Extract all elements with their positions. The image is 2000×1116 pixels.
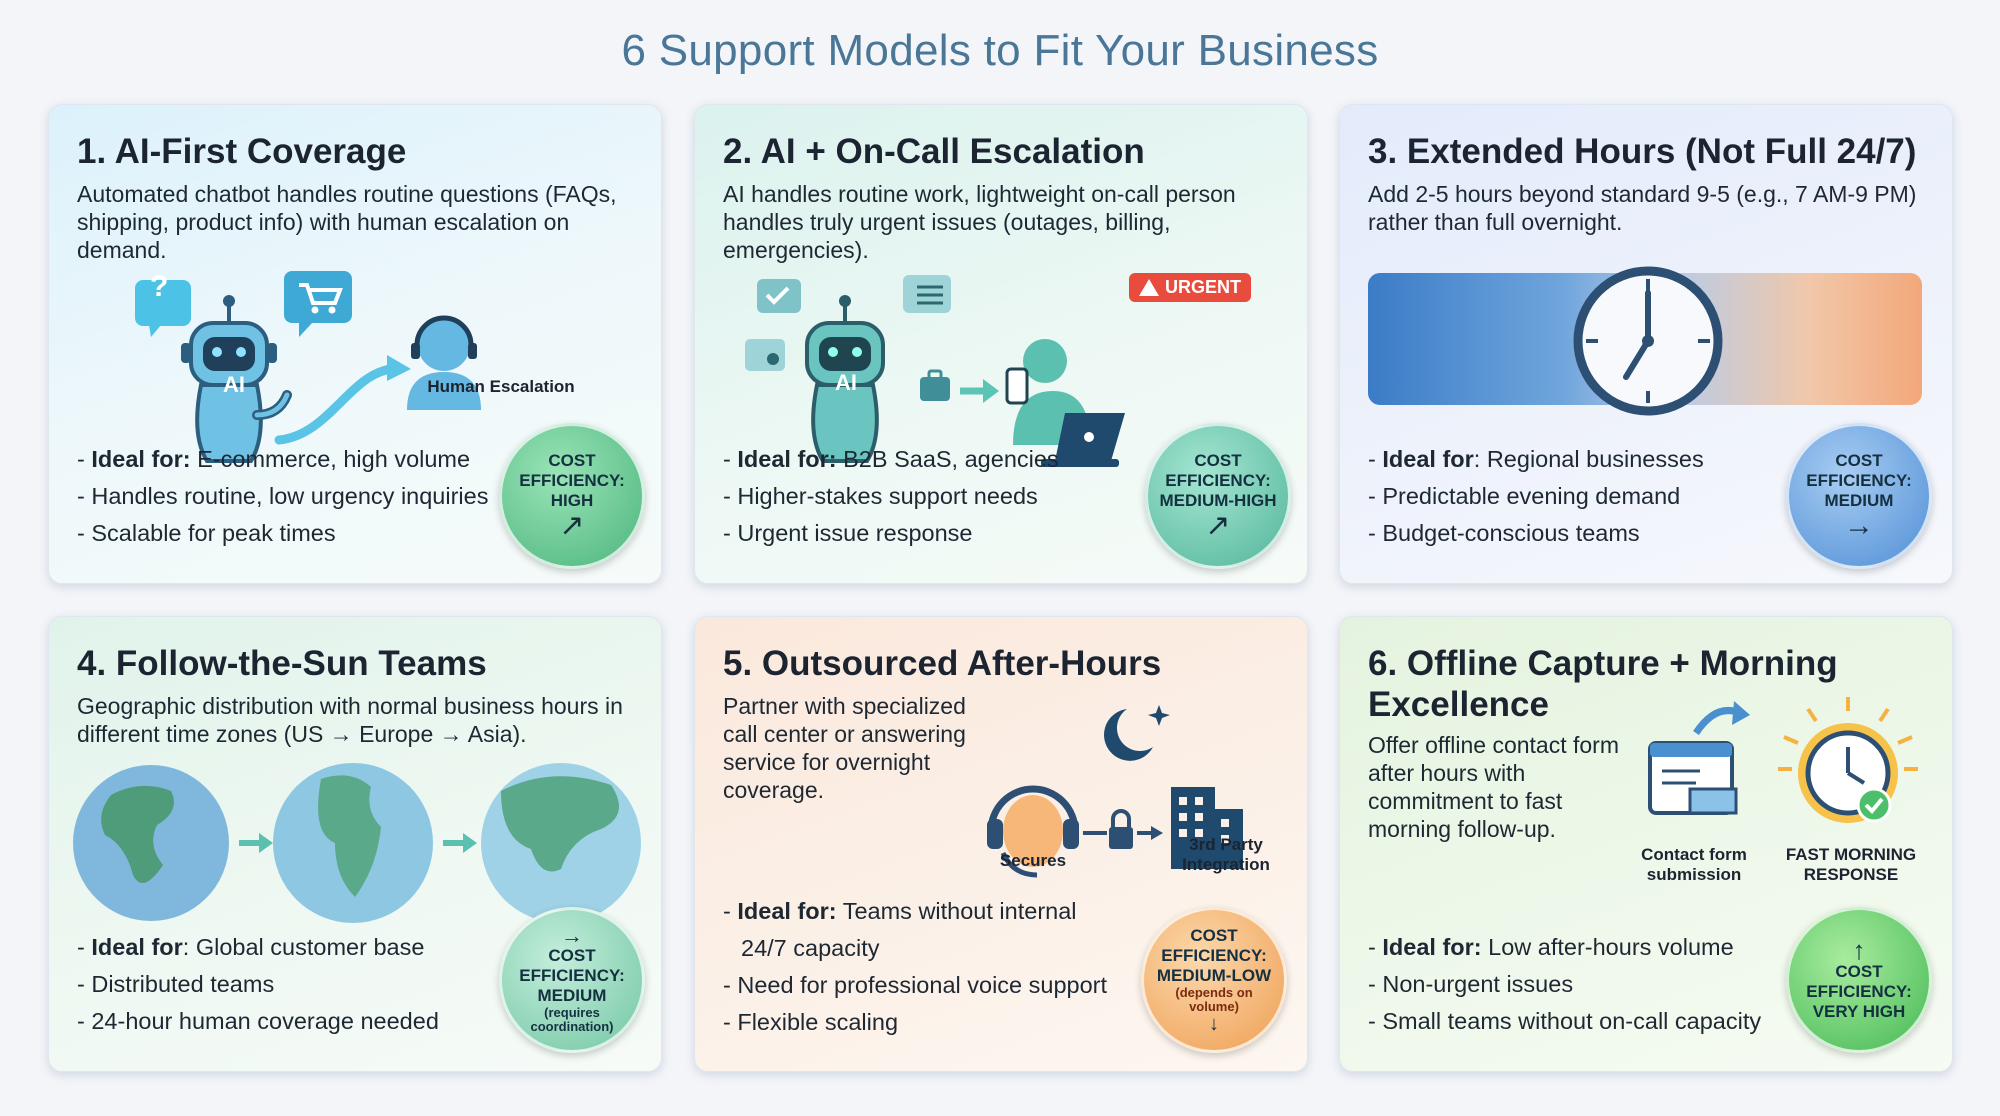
globe-asia-icon bbox=[481, 763, 641, 923]
fast-morning-label: FAST MORNING RESPONSE bbox=[1785, 845, 1917, 884]
ideal-for-continued: 24/7 capacity bbox=[741, 935, 880, 961]
bullet-item: - Handles routine, low urgency inquiries bbox=[77, 483, 489, 509]
cost-efficiency-badge: COST EFFICIENCY:MEDIUM-HIGH↗ bbox=[1145, 423, 1291, 569]
chat-check-icon bbox=[757, 279, 801, 313]
urgent-badge: URGENT bbox=[1129, 273, 1251, 302]
question-glyph: ? bbox=[150, 270, 169, 303]
arrow-up-right-icon: ↗ bbox=[559, 509, 585, 542]
arrow-up-icon: ↑ bbox=[1852, 935, 1866, 965]
card-title: 6. Offline Capture + Morning Excellence bbox=[1368, 644, 1838, 724]
globe-europe-africa-icon bbox=[273, 763, 433, 923]
arrow-right-icon bbox=[239, 833, 273, 853]
building-icon bbox=[1171, 787, 1243, 869]
robot-ai-label: AI bbox=[223, 372, 245, 397]
arrow-right-icon: → bbox=[1844, 509, 1874, 542]
lock-icon bbox=[1083, 809, 1163, 849]
escalation-arrow-icon bbox=[274, 364, 396, 445]
cost-efficiency-badge: → COST EFFICIENCY:MEDIUM (requires coord… bbox=[499, 907, 645, 1053]
bullet-item: - Urgent issue response bbox=[723, 520, 973, 546]
bullet-item: - Higher-stakes support needs bbox=[723, 483, 1038, 509]
bullet-item: - Flexible scaling bbox=[723, 1009, 899, 1035]
ideal-for-item: - Ideal for: Low after-hours volume bbox=[1368, 934, 1734, 960]
bullet-item: - Distributed teams bbox=[77, 971, 275, 997]
ai-escalation-illustration bbox=[135, 271, 481, 463]
globes-illustration bbox=[73, 763, 641, 923]
arrow-down-icon: ↓ bbox=[1209, 1013, 1219, 1035]
ai-oncall-illustration bbox=[745, 275, 1125, 467]
third-party-label: 3rd Party Integration bbox=[1182, 835, 1270, 874]
card-description: Add 2-5 hours beyond standard 9-5 (e.g.,… bbox=[1368, 181, 1917, 235]
contact-form-label: Contact form submission bbox=[1641, 845, 1747, 884]
card-description: Partner with specialized call center or … bbox=[723, 693, 966, 803]
bullet-item: - Budget-conscious teams bbox=[1368, 520, 1640, 546]
globe-americas-icon bbox=[73, 765, 229, 921]
card-title: 2. AI + On-Call Escalation bbox=[723, 132, 1145, 171]
bullet-item: - Non-urgent issues bbox=[1368, 971, 1574, 997]
card-bullets: - Ideal for: Regional businesses - Predi… bbox=[1368, 441, 1704, 552]
bullet-item: - Small teams without on-call capacity bbox=[1368, 1008, 1762, 1034]
card-description: Automated chatbot handles routine questi… bbox=[77, 181, 617, 263]
card-offline-capture: 6. Offline Capture + Morning Excellence … bbox=[1339, 616, 1953, 1072]
laptop-icon bbox=[1041, 413, 1125, 467]
card-description: Offer offline contact form after hours w… bbox=[1368, 732, 1619, 842]
card-title: 5. Outsourced After-Hours bbox=[723, 644, 1162, 683]
secures-label: Secures bbox=[999, 851, 1067, 870]
card-bullets: - Ideal for: B2B SaaS, agencies - Higher… bbox=[723, 441, 1059, 552]
settings-doc-icon bbox=[745, 339, 785, 371]
card-follow-the-sun: 4. Follow-the-Sun Teams Geographic distr… bbox=[48, 616, 662, 1072]
card-ai-oncall: 2. AI + On-Call Escalation AI handles ro… bbox=[694, 104, 1308, 584]
card-extended-hours: 3. Extended Hours (Not Full 24/7) Add 2-… bbox=[1339, 104, 1953, 584]
headset-icon bbox=[987, 785, 1079, 878]
arrow-right-icon bbox=[443, 833, 477, 853]
cart-bubble-icon bbox=[284, 271, 352, 337]
card-bullets: - Ideal for: Teams without internal 24/7… bbox=[723, 893, 1107, 1041]
ideal-for-item: - Ideal for: Global customer base bbox=[77, 934, 425, 960]
card-ai-first: 1. AI-First Coverage Automated chatbot h… bbox=[48, 104, 662, 584]
arrow-right-icon: → bbox=[561, 923, 583, 948]
ideal-for-item: - Ideal for: B2B SaaS, agencies bbox=[723, 446, 1059, 472]
card-bullets: - Ideal for: Low after-hours volume - No… bbox=[1368, 929, 1761, 1040]
moon-stars-icon bbox=[1104, 705, 1170, 761]
ideal-for-item: - Ideal for: Teams without internal bbox=[723, 898, 1077, 924]
offline-capture-illustration bbox=[1648, 697, 1918, 823]
contact-form-icon bbox=[1648, 701, 1750, 815]
ideal-for-item: - Ideal for: E-commerce, high volume bbox=[77, 446, 471, 472]
card-title: 4. Follow-the-Sun Teams bbox=[77, 644, 487, 683]
bullet-item: - Scalable for peak times bbox=[77, 520, 336, 546]
briefcase-icon bbox=[920, 369, 950, 401]
card-title: 3. Extended Hours (Not Full 24/7) bbox=[1368, 132, 1917, 171]
warning-icon bbox=[1139, 279, 1159, 296]
robot-icon bbox=[181, 295, 292, 463]
robot-icon bbox=[805, 295, 885, 463]
sunrise-clock-icon bbox=[1778, 697, 1918, 823]
question-bubble-icon bbox=[135, 280, 191, 337]
outsourcing-illustration bbox=[987, 705, 1243, 878]
arrow-right-icon bbox=[960, 379, 999, 403]
cost-efficiency-badge: COST EFFICIENCY:MEDIUM-LOW (depends on v… bbox=[1141, 907, 1287, 1053]
card-bullets: - Ideal for: Global customer base - Dist… bbox=[77, 929, 439, 1040]
card-description: AI handles routine work, lightweight on-… bbox=[723, 181, 1236, 263]
arrow-up-right-icon: ↗ bbox=[1205, 509, 1231, 542]
list-icon bbox=[903, 275, 951, 313]
card-description: Geographic distribution with normal busi… bbox=[77, 693, 623, 747]
human-escalation-label: Human Escalation bbox=[427, 377, 575, 396]
page-title: 6 Support Models to Fit Your Business bbox=[621, 26, 1379, 75]
human-agent-icon bbox=[407, 315, 481, 410]
card-bullets: - Ideal for: E-commerce, high volume - H… bbox=[77, 441, 488, 552]
robot-ai-label: AI bbox=[835, 370, 857, 395]
card-title: 1. AI-First Coverage bbox=[77, 132, 407, 171]
card-outsourced-after-hours: 5. Outsourced After-Hours Partner with s… bbox=[694, 616, 1308, 1072]
clock-icon bbox=[1573, 266, 1723, 416]
bullet-item: - Need for professional voice support bbox=[723, 972, 1108, 998]
cost-efficiency-badge: ↑ COST EFFICIENCY:VERY HIGH bbox=[1786, 907, 1932, 1053]
bullet-item: - Predictable evening demand bbox=[1368, 483, 1681, 509]
cost-efficiency-badge: COST EFFICIENCY:HIGH↗ bbox=[499, 423, 645, 569]
ideal-for-item: - Ideal for: Regional businesses bbox=[1368, 446, 1704, 472]
bullet-item: - 24-hour human coverage needed bbox=[77, 1008, 439, 1034]
cost-efficiency-badge: COST EFFICIENCY:MEDIUM→ bbox=[1786, 423, 1932, 569]
